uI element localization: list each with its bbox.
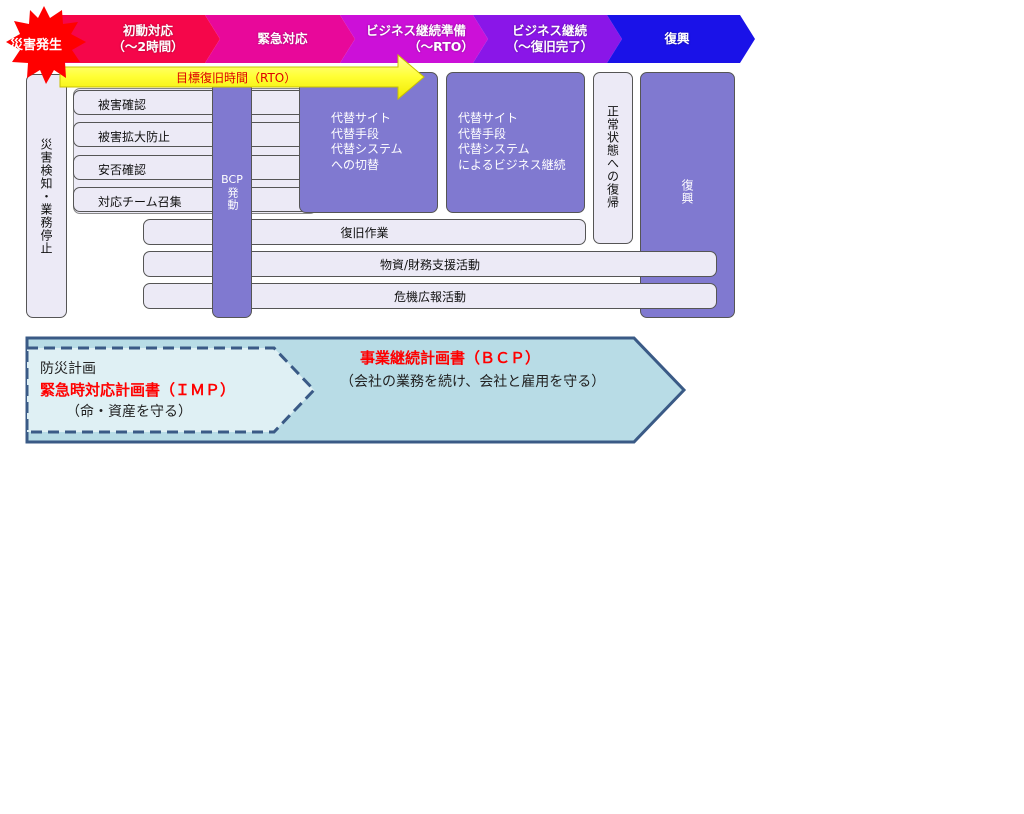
rto-arrow-label: 目標復旧時間（RTO） (176, 71, 297, 85)
phase-continuity-prep: ビジネス継続準備 （～RTO） (350, 15, 482, 63)
switch-line: への切替 (331, 157, 380, 172)
continue-line: によるビジネス継続 (458, 157, 566, 172)
bcp-invoke-sublabel: 発動 (226, 187, 239, 211)
phase-emergency-response: 緊急対応 (215, 15, 350, 63)
phase-arrow-2 (205, 15, 355, 63)
switch-line: 代替手段 (331, 126, 380, 141)
bcp-title: 事業継続計画書（ＢＣＰ） (360, 349, 541, 367)
task-team-assembly: 対応チーム召集 (73, 187, 319, 212)
task-label: 物資/財務支援活動 (379, 257, 481, 272)
phase-label: ビジネス継続準備 (365, 23, 466, 38)
continue-line: 代替手段 (458, 126, 507, 141)
detect-stop-box: 災害検知・業務停止 (26, 74, 67, 318)
continue-line: 代替システム (458, 142, 530, 156)
switch-line: 代替システム (331, 142, 403, 156)
task-prevent-spread: 被害拡大防止 (73, 122, 319, 147)
detect-stop-label: 災害検知・業務停止 (39, 137, 53, 255)
bcp-invoke-label: BCP (221, 173, 243, 186)
task-damage-check: 被害確認 (73, 90, 319, 115)
disaster-burst-icon (6, 6, 86, 84)
return-normal-box: 正常状態への復帰 (593, 72, 633, 244)
task-label: 被害確認 (98, 98, 147, 112)
task-label: 安否確認 (98, 163, 147, 177)
task-label: 対応チーム召集 (98, 195, 182, 209)
imp-title: 緊急時対応計画書（ＩＭＰ） (40, 381, 236, 399)
continue-business-box: 代替サイト 代替手段 代替システム によるビジネス継続 (446, 72, 585, 213)
phase-sublabel: （～RTO） (408, 39, 474, 54)
bcp-description: （会社の業務を続け、会社と雇用を守る） (340, 374, 606, 390)
task-safety-check: 安否確認 (73, 155, 319, 180)
return-normal-label: 正常状態への復帰 (605, 105, 620, 209)
revival-box: 復興 (640, 72, 735, 318)
disaster-plan-label: 防災計画 (40, 361, 96, 377)
phase-label: ビジネス継続 (511, 23, 587, 38)
task-label: 復旧作業 (340, 225, 389, 240)
phase-label: 緊急対応 (257, 31, 308, 46)
task-label: 被害拡大防止 (98, 130, 171, 144)
rto-arrow (59, 53, 425, 101)
phase-arrow-3 (340, 15, 488, 63)
phase-sublabel: （～復旧完了） (505, 39, 594, 54)
bcp-invoke-bar: BCP 発動 (212, 82, 252, 318)
phase-sublabel: （～2時間） (112, 39, 184, 54)
switch-line: 代替サイト (331, 111, 392, 125)
phase-arrow-1 (60, 15, 220, 63)
imp-description: （命・資産を守る） (66, 404, 192, 420)
phase-revival: 復興 (617, 15, 737, 63)
task-label: 危機広報活動 (393, 289, 466, 304)
switch-over-box: 代替サイト 代替手段 代替システム への切替 (299, 72, 438, 213)
phase-label: 初動対応 (122, 23, 173, 38)
phase-initial-response: 初動対応 （～2時間） (78, 15, 218, 63)
phase-business-continuity: ビジネス継続 （～復旧完了） (482, 15, 617, 63)
phase-arrow-5 (607, 15, 755, 63)
revival-label: 復興 (680, 179, 694, 205)
phase-label: 復興 (664, 31, 690, 46)
continue-line: 代替サイト (458, 111, 519, 125)
imp-arrow (25, 346, 317, 434)
disaster-burst-label: 災害発生 (10, 38, 63, 53)
phase-arrow-4 (473, 15, 622, 63)
